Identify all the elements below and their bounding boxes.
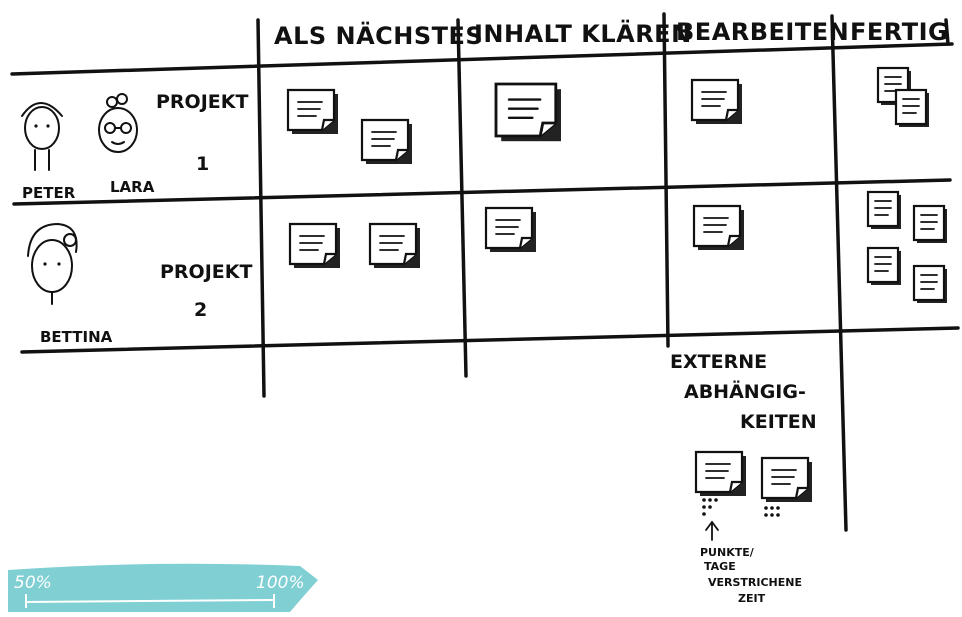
project-1-label: PROJEKT — [156, 91, 248, 113]
row-divider — [12, 178, 952, 206]
external-heading-line3: KEITEN — [740, 411, 817, 433]
column-header-edit: BEARBEITEN — [676, 18, 849, 46]
done-card[interactable] — [894, 88, 931, 129]
external-note-line2: TAGE — [704, 560, 736, 573]
person-name-lara: LARA — [110, 178, 155, 196]
person-name-peter: PETER — [22, 184, 76, 202]
column-divider-1 — [256, 18, 266, 398]
task-card[interactable] — [494, 82, 563, 143]
person-name-bettina: BETTINA — [40, 328, 113, 346]
column-divider-3 — [662, 12, 670, 348]
external-task-card[interactable] — [760, 456, 814, 504]
external-note-line3: VERSTRICHENE — [708, 576, 802, 589]
column-divider-end — [944, 18, 950, 46]
project-1-number: 1 — [196, 153, 209, 175]
board-grid — [10, 12, 960, 532]
bottom-divider — [20, 326, 960, 354]
column-divider-2 — [456, 18, 468, 378]
task-card[interactable] — [368, 222, 422, 270]
avatar-bettina — [27, 222, 78, 305]
done-card[interactable] — [912, 264, 949, 305]
column-header-done: FERTIG — [850, 18, 948, 46]
progress-end-label: 100% — [256, 573, 305, 593]
project-2-label: PROJEKT — [160, 261, 252, 283]
avatar-lara — [98, 93, 138, 153]
arrow-up-icon — [705, 520, 719, 541]
external-note-line1: PUNKTE/ — [700, 546, 755, 559]
avatar-peter — [21, 102, 63, 171]
external-task-card[interactable] — [694, 450, 748, 498]
task-card[interactable] — [690, 78, 744, 126]
project-2-number: 2 — [194, 299, 207, 321]
done-card[interactable] — [866, 190, 903, 231]
external-note-line4: ZEIT — [738, 592, 766, 605]
header-divider — [10, 42, 954, 76]
external-heading-line1: EXTERNE — [670, 351, 767, 373]
task-card[interactable] — [692, 204, 746, 252]
column-divider-4 — [830, 14, 848, 532]
done-card[interactable] — [912, 204, 949, 245]
task-card[interactable] — [484, 206, 538, 254]
done-card[interactable] — [866, 246, 903, 287]
task-card[interactable] — [288, 222, 342, 270]
column-header-next: ALS NÄCHSTES — [274, 21, 483, 50]
progress-start-label: 50% — [14, 573, 52, 593]
progress-bar: 50% 100% — [8, 563, 318, 612]
task-card[interactable] — [286, 88, 340, 136]
column-header-clarify: INHALT KLÄREN — [474, 19, 692, 48]
external-heading-line2: ABHÄNGIG- — [684, 379, 806, 403]
task-card[interactable] — [360, 118, 414, 166]
dots-marker — [702, 498, 780, 517]
